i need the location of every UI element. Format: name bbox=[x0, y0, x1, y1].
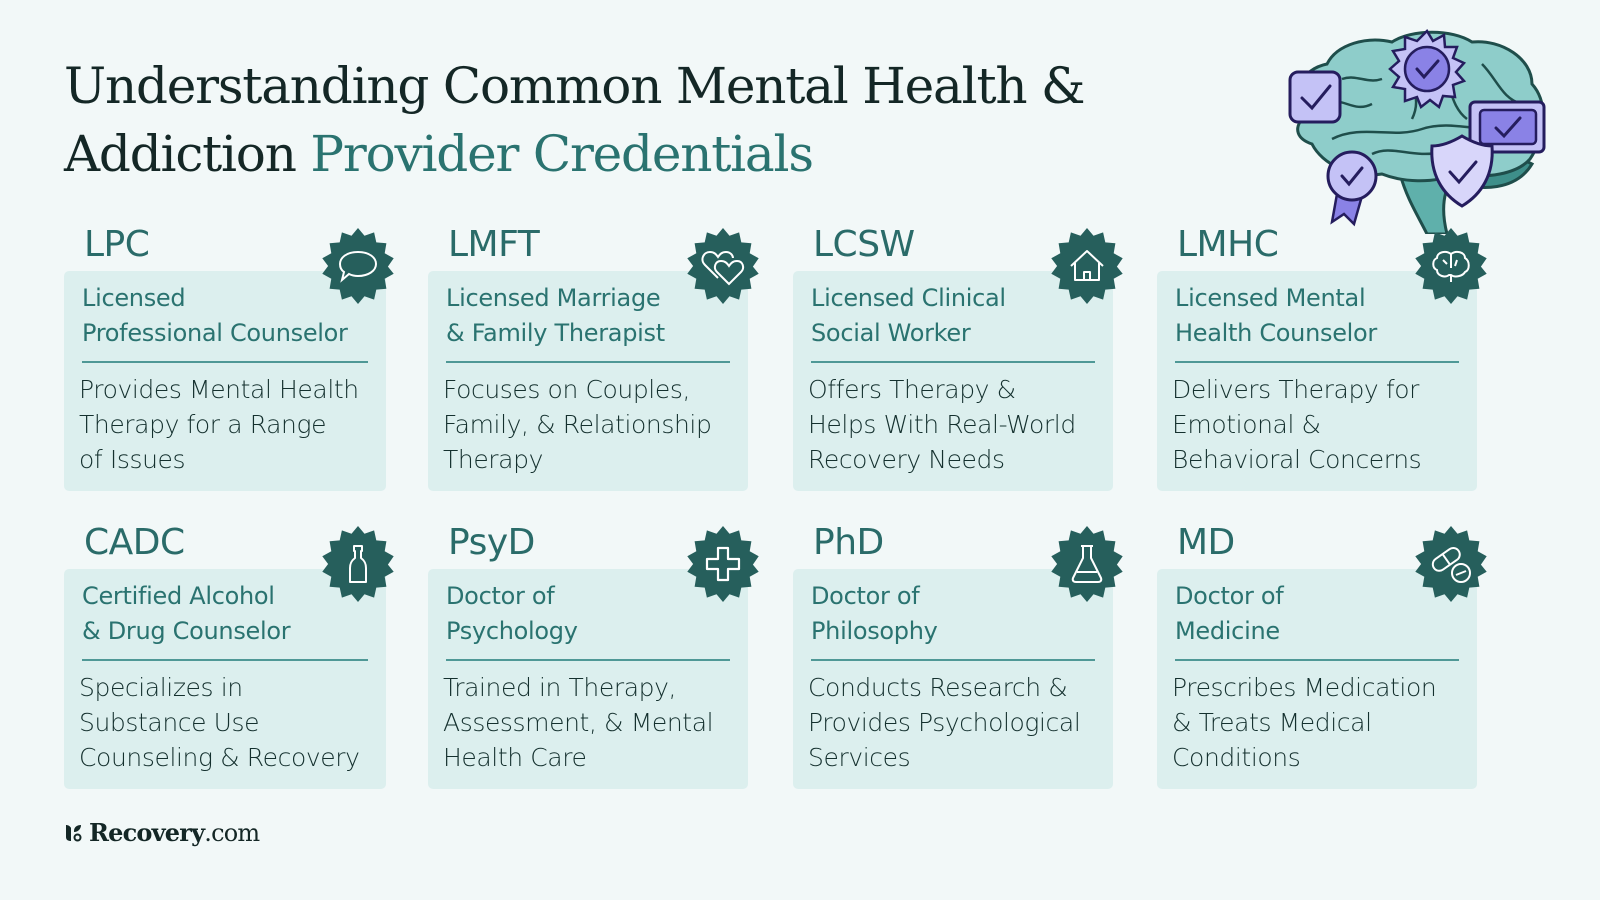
house-icon bbox=[1051, 228, 1123, 304]
certificate-check-icon bbox=[1468, 100, 1546, 154]
medical-cross-icon bbox=[687, 526, 759, 602]
card-body bbox=[428, 569, 748, 789]
credential-card-lpc: LPC Licensed Professional Counselor Prov… bbox=[64, 224, 394, 491]
card-body bbox=[793, 271, 1113, 491]
credential-description: Focuses on Couples,Family, & Relationshi… bbox=[443, 375, 712, 474]
card-body bbox=[1157, 271, 1477, 491]
divider bbox=[446, 361, 730, 363]
credential-abbreviation: LMHC bbox=[1177, 224, 1279, 265]
credential-full-name: Certified Alcohol& Drug Counselor bbox=[82, 582, 291, 645]
credential-card-lmft: LMFT Licensed Marriage& Family Therapist… bbox=[428, 224, 759, 491]
divider bbox=[811, 659, 1095, 661]
credential-abbreviation: PsyD bbox=[448, 522, 535, 563]
checkbox-icon bbox=[1288, 70, 1342, 124]
credential-full-name: Licensed Professional Counselor bbox=[82, 284, 348, 347]
credential-abbreviation: LMFT bbox=[448, 224, 540, 265]
logo-name: Recovery bbox=[89, 818, 205, 847]
credential-description: Conducts Research &Provides Psychologica… bbox=[808, 673, 1081, 772]
bottle-icon bbox=[322, 526, 394, 602]
card-body bbox=[793, 569, 1113, 789]
two-hearts-icon bbox=[687, 228, 759, 304]
divider bbox=[1175, 361, 1459, 363]
divider bbox=[82, 361, 368, 363]
credential-abbreviation: LCSW bbox=[813, 224, 915, 265]
logo-domain: .com bbox=[204, 819, 260, 847]
credential-full-name: Licensed Marriage& Family Therapist bbox=[446, 284, 665, 347]
recovery-logo: Recovery.com bbox=[64, 818, 260, 847]
card-body bbox=[428, 271, 748, 491]
divider bbox=[811, 361, 1095, 363]
credential-abbreviation: MD bbox=[1177, 522, 1235, 563]
divider bbox=[82, 659, 368, 661]
credential-abbreviation: LPC bbox=[84, 224, 150, 265]
brain-credentials-illustration bbox=[1288, 28, 1546, 234]
ribbon-award-check-icon bbox=[1326, 150, 1378, 227]
title-line-2-plain: Addiction bbox=[64, 125, 297, 183]
title-line-1: Understanding Common Mental Health & bbox=[64, 57, 1086, 115]
credential-abbreviation: PhD bbox=[813, 522, 884, 563]
speech-bubble-icon bbox=[322, 228, 394, 304]
divider bbox=[1175, 659, 1459, 661]
credential-card-cadc: CADC Certified Alcohol& Drug Counselor S… bbox=[64, 522, 394, 789]
seal-check-icon bbox=[1388, 28, 1467, 110]
flask-icon bbox=[1051, 526, 1123, 602]
credential-abbreviation: CADC bbox=[84, 522, 185, 563]
leaf-logo-icon bbox=[66, 824, 82, 841]
page-title: Understanding Common Mental Health & Add… bbox=[64, 52, 1086, 188]
card-body bbox=[64, 271, 386, 491]
card-body bbox=[64, 569, 386, 789]
pills-icon bbox=[1415, 526, 1487, 602]
brain-icon bbox=[1415, 228, 1487, 304]
shield-check-icon bbox=[1430, 134, 1494, 208]
title-line-2-accent: Provider Credentials bbox=[310, 125, 814, 183]
card-body bbox=[1157, 569, 1477, 789]
divider bbox=[446, 659, 730, 661]
